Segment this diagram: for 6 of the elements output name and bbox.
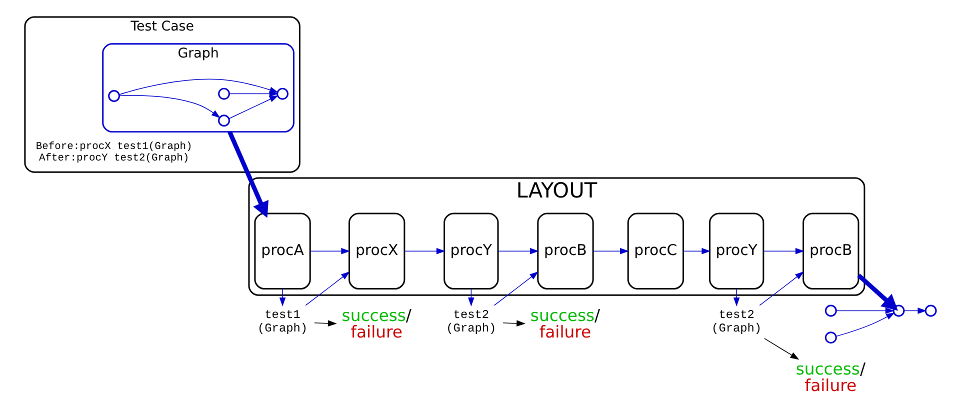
node-text: test2 (Graph) bbox=[711, 308, 762, 336]
node-text: success/ failure bbox=[341, 306, 411, 342]
node-text: success/ failure bbox=[530, 306, 600, 342]
node-text: test2 (Graph) bbox=[446, 308, 496, 336]
node-text: success/ failure bbox=[795, 360, 865, 395]
node-text: test1 (Graph) bbox=[257, 308, 308, 336]
